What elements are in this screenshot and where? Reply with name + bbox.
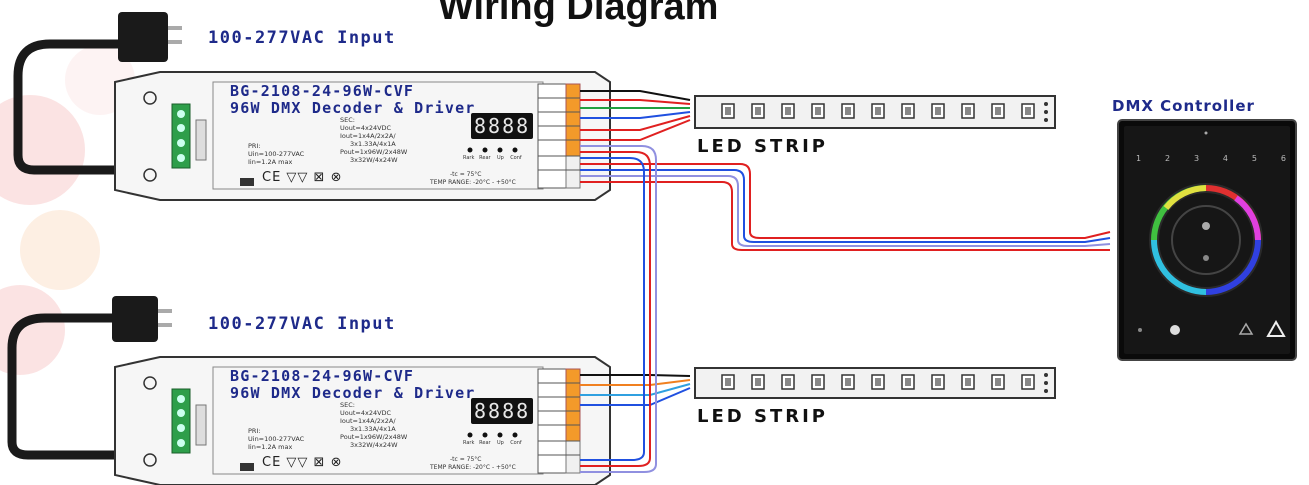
driver-button[interactable]: Conf bbox=[510, 155, 522, 161]
terminal-block-icon bbox=[537, 368, 581, 474]
driver-sec-specs: SEC: Uout=4x24VDC Iout=1x4A/2x2A/ 3x1.33… bbox=[340, 116, 407, 164]
driver-button[interactable]: Up bbox=[496, 155, 504, 161]
driver-button[interactable]: Rark bbox=[463, 440, 475, 446]
spec-line: Iout=1x4A/2x2A/ bbox=[340, 132, 396, 140]
cert-marks: CE ▽▽ ⊠ ⊗ bbox=[262, 455, 343, 470]
spec-line: 3x1.33A/4x1A bbox=[350, 425, 396, 433]
dmx-signal-wires bbox=[580, 145, 1111, 473]
plug-icon bbox=[118, 12, 182, 62]
driver-button[interactable]: Rear bbox=[479, 440, 491, 446]
page-title: Wiring Diagram bbox=[438, 0, 719, 28]
spec-line: 3x32W/4x24W bbox=[350, 441, 398, 449]
driver-buttons: Rark Rear Up Conf bbox=[463, 155, 522, 161]
driver-button[interactable]: Rark bbox=[463, 155, 475, 161]
led-strip-icon bbox=[694, 367, 1056, 399]
spec-line: Iin=1.2A max bbox=[248, 443, 293, 451]
driver-unit-2 bbox=[114, 356, 611, 485]
color-wheel-icon bbox=[1149, 183, 1263, 297]
spec-line: Uout=4x24VDC bbox=[340, 409, 392, 417]
driver-display: 8888 bbox=[471, 398, 534, 424]
spec-line: 3x1.33A/4x1A bbox=[350, 140, 396, 148]
driver-subtitle: 96W DMX Decoder & Driver bbox=[230, 384, 476, 402]
spec-line: Pout=1x96W/2x48W bbox=[340, 148, 408, 156]
terminal-block-icon bbox=[537, 83, 581, 189]
led-strip-icon bbox=[694, 95, 1056, 129]
spec-line: Pout=1x96W/2x48W bbox=[340, 433, 408, 441]
driver-model-number: BG-2108-24-96W-CVF bbox=[230, 82, 415, 100]
power-input-label: 100-277VAC Input bbox=[208, 314, 396, 334]
zone-button[interactable]: 5 bbox=[1251, 154, 1257, 163]
driver-buttons: Rark Rear Up Conf bbox=[463, 440, 522, 446]
temp-line: TEMP RANGE: -20°C - +50°C bbox=[430, 464, 516, 471]
driver-display: 8888 bbox=[471, 113, 534, 139]
dmx-controller-panel bbox=[1117, 119, 1297, 361]
zone-button[interactable]: 1 bbox=[1136, 154, 1142, 163]
temp-line: TEMP RANGE: -20°C - +50°C bbox=[430, 179, 516, 186]
controller-label: DMX Controller bbox=[1112, 97, 1255, 115]
driver-pri-specs: PRI: Uin=100-277VAC Iin=1.2A max bbox=[248, 142, 304, 166]
led-wires-1 bbox=[580, 90, 691, 141]
terminal-block-icon bbox=[171, 388, 191, 454]
led-strip-label: LED STRIP bbox=[697, 136, 828, 157]
driver-button[interactable]: Conf bbox=[510, 440, 522, 446]
driver-sec-specs: SEC: Uout=4x24VDC Iout=1x4A/2x2A/ 3x1.33… bbox=[340, 401, 407, 449]
driver-button[interactable]: Up bbox=[496, 440, 504, 446]
plug-icon bbox=[112, 296, 172, 342]
zone-button[interactable]: 4 bbox=[1222, 154, 1228, 163]
driver-unit-1 bbox=[114, 71, 611, 201]
driver-temp: -tc = 75°C TEMP RANGE: -20°C - +50°C bbox=[430, 456, 516, 472]
driver-pri-specs: PRI: Uin=100-277VAC Iin=1.2A max bbox=[248, 427, 304, 451]
driver-subtitle: 96W DMX Decoder & Driver bbox=[230, 99, 476, 117]
power-input-label: 100-277VAC Input bbox=[208, 28, 396, 48]
temp-line: -tc = 75°C bbox=[450, 171, 482, 178]
driver-model: BG-2108-24-96W-CVF 96W DMX Decoder & Dri… bbox=[230, 83, 476, 117]
terminal-block-icon bbox=[171, 103, 191, 169]
spec-heading: SEC: bbox=[340, 401, 355, 409]
spec-line: Iin=1.2A max bbox=[248, 158, 293, 166]
driver-button[interactable]: Rear bbox=[479, 155, 491, 161]
spec-line: Uout=4x24VDC bbox=[340, 124, 392, 132]
led-strip-label: LED STRIP bbox=[697, 406, 828, 427]
spec-line: Uin=100-277VAC bbox=[248, 150, 305, 158]
zone-button[interactable]: 3 bbox=[1193, 154, 1200, 163]
driver-model-number: BG-2108-24-96W-CVF bbox=[230, 367, 415, 385]
spec-line: 3x32W/4x24W bbox=[350, 156, 398, 164]
temp-line: -tc = 75°C bbox=[450, 456, 482, 463]
zone-button[interactable]: 2 bbox=[1164, 154, 1171, 163]
zone-button[interactable]: 6 bbox=[1280, 154, 1286, 163]
spec-line: Iout=1x4A/2x2A/ bbox=[340, 417, 396, 425]
spec-heading: PRI: bbox=[248, 427, 261, 435]
spec-heading: PRI: bbox=[248, 142, 261, 150]
spec-line: Uin=100-277VAC bbox=[248, 435, 305, 443]
cert-marks: CE ▽▽ ⊠ ⊗ bbox=[262, 170, 343, 185]
driver-model: BG-2108-24-96W-CVF 96W DMX Decoder & Dri… bbox=[230, 368, 476, 402]
driver-temp: -tc = 75°C TEMP RANGE: -20°C - +50°C bbox=[430, 171, 516, 187]
controller-zone-buttons: 1 2 3 4 5 6 bbox=[1136, 154, 1286, 163]
spec-heading: SEC: bbox=[340, 116, 355, 124]
